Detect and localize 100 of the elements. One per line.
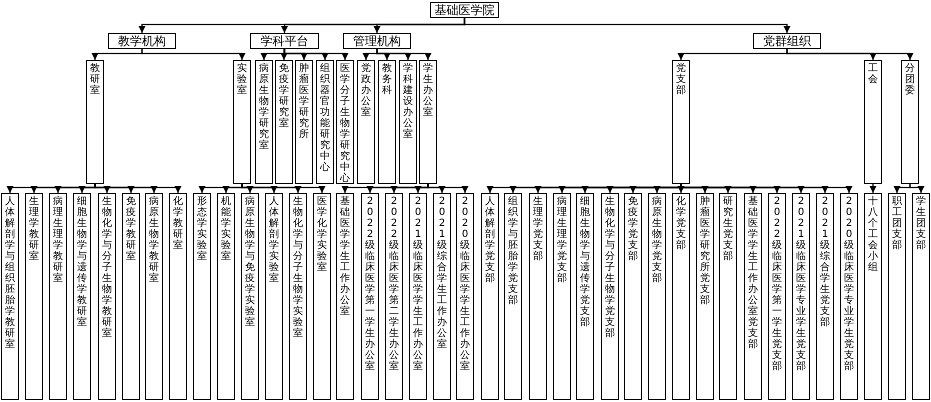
org-unit-box xyxy=(86,60,104,184)
org-unit-box xyxy=(816,193,834,400)
unit-label: 生物化学与分子生物学党支部 xyxy=(605,196,615,339)
org-unit-box xyxy=(672,60,690,184)
connector-arrow xyxy=(414,184,429,193)
connector-arrow xyxy=(94,184,182,193)
org-unit-box xyxy=(504,193,522,400)
org-unit-box xyxy=(385,193,403,400)
org-unit-box xyxy=(888,193,906,400)
org-unit-box xyxy=(98,193,116,400)
unit-label: 化学教研室 xyxy=(173,196,183,251)
connector-arrow xyxy=(222,184,243,193)
org-unit-box xyxy=(601,193,619,400)
org-unit-box xyxy=(864,60,882,184)
connector-arrow xyxy=(870,184,876,193)
unit-label: 病理生理学教研室 xyxy=(53,196,63,284)
org-unit-box xyxy=(840,193,858,400)
unit-label: 工会 xyxy=(868,63,878,85)
connector-arrow xyxy=(241,184,326,193)
unit-label: 医学化学实验室 xyxy=(317,196,327,273)
org-unit-box xyxy=(275,60,293,184)
unit-label: 细胞生物学与遗传学党支部 xyxy=(580,196,590,328)
unit-label: 病原生物学与免疫学实验室 xyxy=(245,196,255,328)
org-unit-box xyxy=(399,60,417,184)
unit-label: 教学机构 xyxy=(118,32,166,50)
org-unit-box xyxy=(265,193,283,400)
org-unit-box xyxy=(553,193,571,400)
connector-arrow xyxy=(894,184,911,193)
org-unit-box xyxy=(753,33,821,49)
unit-label: 机能学实验室 xyxy=(221,196,231,262)
unit-label: 教务科 xyxy=(382,63,392,96)
connector-arrow xyxy=(284,49,348,60)
unit-label: 党政办公室 xyxy=(361,63,371,118)
org-unit-box xyxy=(343,33,411,49)
unit-label: 组织学与胚胎学党支部 xyxy=(508,196,518,306)
unit-label: 基础医学学生工作办公室党支部 xyxy=(748,196,758,350)
org-unit-box xyxy=(576,193,594,400)
unit-label: 生理学教研室 xyxy=(29,196,39,262)
unit-label: 病理生理学党支部 xyxy=(557,196,567,284)
org-unit-box xyxy=(864,193,882,400)
unit-label: 管理机构 xyxy=(353,32,401,50)
org-unit-box xyxy=(169,193,187,400)
org-unit-box xyxy=(255,60,273,184)
unit-label: 2022级临床医学第二学生办公室 xyxy=(389,196,399,372)
unit-label: 基础医学院 xyxy=(434,2,494,18)
connector-arrow xyxy=(678,184,684,193)
org-unit-box xyxy=(73,193,91,400)
connector-arrow xyxy=(909,184,924,193)
connector-arrow xyxy=(78,184,96,193)
unit-label: 基础医学学生工作办公室 xyxy=(340,196,350,317)
org-unit-box xyxy=(456,193,474,400)
org-unit-box xyxy=(624,193,642,400)
connector-arrow xyxy=(141,49,246,60)
org-unit-box xyxy=(25,193,43,400)
unit-label: 学科平台 xyxy=(260,32,308,50)
org-unit-box xyxy=(193,193,211,400)
org-unit-box xyxy=(336,60,354,184)
unit-label: 人体解剖学党支部 xyxy=(485,196,495,284)
org-unit-box xyxy=(313,193,331,400)
unit-label: 病原生物学研究室 xyxy=(259,63,269,151)
unit-label: 研究生党支部 xyxy=(723,196,733,262)
unit-label: 肿瘤医学研究所 xyxy=(299,63,309,140)
org-unit-box xyxy=(49,193,67,400)
unit-label: 组织器官功能研究中心 xyxy=(320,63,330,173)
org-unit-box xyxy=(768,193,786,400)
unit-label: 职工团支部 xyxy=(892,196,902,251)
unit-label: 免疫学教研室 xyxy=(126,196,136,262)
unit-label: 人体解剖学实验室 xyxy=(269,196,279,284)
org-unit-box xyxy=(336,193,354,400)
org-unit-box xyxy=(217,193,235,400)
org-unit-box xyxy=(378,60,396,184)
org-unit-box xyxy=(316,60,334,184)
unit-label: 细胞生物学与遗传学教研室 xyxy=(77,196,87,328)
org-unit-box xyxy=(233,60,251,184)
unit-label: 党支部 xyxy=(676,63,686,96)
connector-arrow xyxy=(427,184,468,193)
unit-label: 2021级综合学生党支部 xyxy=(820,196,830,328)
org-unit-box xyxy=(912,193,930,400)
org-unit-box xyxy=(357,60,375,184)
org-unit-box xyxy=(108,33,176,49)
unit-label: 生理学党支部 xyxy=(533,196,543,262)
unit-label: 生物化学与分子生物学教研室 xyxy=(102,196,112,339)
org-unit-box xyxy=(250,33,319,49)
org-unit-box xyxy=(433,193,451,400)
org-unit-box xyxy=(289,193,307,400)
unit-label: 免疫学党支部 xyxy=(628,196,638,262)
unit-label: 学生办公室 xyxy=(423,63,433,118)
connector-arrow xyxy=(376,49,432,60)
org-unit-box xyxy=(529,193,547,400)
org-unit-box xyxy=(1,193,19,400)
org-unit-box xyxy=(409,193,427,400)
org-unit-box xyxy=(419,60,437,184)
unit-label: 肿瘤医学研究所党支部 xyxy=(700,196,710,306)
connector-arrow xyxy=(280,49,288,60)
unit-label: 病原生物学教研室 xyxy=(149,196,159,284)
unit-label: 2021级综合学生工作办公室 xyxy=(437,196,447,350)
connector-arrow xyxy=(464,18,790,33)
org-unit-box xyxy=(672,193,690,400)
unit-label: 形态学实验室 xyxy=(197,196,207,262)
unit-label: 党群组织 xyxy=(763,32,811,50)
